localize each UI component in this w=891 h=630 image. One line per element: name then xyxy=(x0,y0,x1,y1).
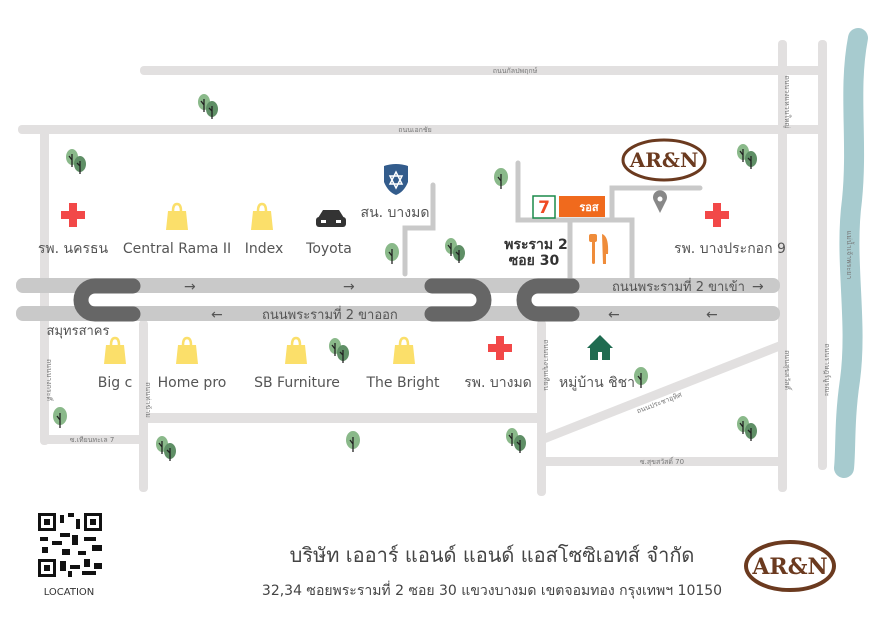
svg-text:AR&N: AR&N xyxy=(629,148,698,172)
minor-roads xyxy=(18,40,827,496)
svg-text:รอส: รอส xyxy=(579,201,599,214)
shopping-bag-icon xyxy=(391,336,417,366)
label-nakornthon: รพ. นครธน xyxy=(38,241,109,257)
label-homepro: Home pro xyxy=(158,375,227,391)
label-central: Central Rama II xyxy=(123,241,231,257)
label-bigc: Big c xyxy=(98,375,133,391)
svg-text:→: → xyxy=(184,279,196,295)
hospital-icon xyxy=(488,336,512,360)
company-address: 32,34 ซอยพระรามที่ 2 ซอย 30 แขวงบางมด เข… xyxy=(262,581,722,599)
arn-footer-logo: AR&N xyxy=(744,540,836,592)
svg-text:→: → xyxy=(752,279,764,295)
svg-text:←: ← xyxy=(608,307,620,323)
road-label-wongwaen: ถนนวงแหวนใหญ่ xyxy=(783,76,792,129)
rama2-outbound xyxy=(16,306,780,321)
ros-logo-icon: รอส xyxy=(559,196,605,217)
label-village: หมู่บ้าน ชิชา xyxy=(559,375,635,391)
label-soi-line2: ซอย 30 xyxy=(509,253,560,269)
side-roads xyxy=(402,160,703,281)
car-icon xyxy=(316,210,346,227)
u-turn-2 xyxy=(424,278,492,322)
qr-label: LOCATION xyxy=(44,587,95,598)
location-pin-icon xyxy=(653,190,667,213)
arn-map-logo: AR&N xyxy=(621,138,707,182)
road-label-bang-khun-thian: ถนนบางขุนเทียน xyxy=(542,339,550,390)
road-label-kalapaphruek: ถนนกัลปพฤกษ์ xyxy=(493,67,538,75)
label-sb: SB Furniture xyxy=(254,375,340,391)
rama2-inbound xyxy=(16,278,780,293)
svg-text:→: → xyxy=(343,279,355,295)
rama2-in-label: ถนนพระรามที่ 2 ขาเข้า xyxy=(612,278,745,295)
company-name: บริษัท เออาร์ แอนด์ แอนด์ แอสโซซิเอทส์ จ… xyxy=(290,543,695,567)
house-icon xyxy=(587,335,613,360)
label-toyota: Toyota xyxy=(305,241,352,257)
svg-text:←: ← xyxy=(706,307,718,323)
police-badge-icon xyxy=(384,164,408,195)
rama2-out-label: ถนนพระรามที่ 2 ขาออก xyxy=(262,306,398,323)
hospital-icon xyxy=(705,203,729,227)
road-label-suksawat: ถนนสุขสวัสดิ์ xyxy=(783,350,793,391)
label-bright: The Bright xyxy=(366,375,440,391)
road-label-ekkachai: ถนนเอกชัย xyxy=(398,126,432,134)
shopping-bag-icon xyxy=(174,336,200,366)
road-label-soi-thian-thale: ซ.เทียนทะเล 7 xyxy=(70,436,115,444)
river xyxy=(834,28,868,478)
label-index: Index xyxy=(245,241,284,257)
shopping-bag-icon xyxy=(102,336,128,366)
label-bangmod-hosp: รพ. บางมด xyxy=(464,375,532,391)
svg-text:AR&N: AR&N xyxy=(751,554,827,580)
u-turn-3 xyxy=(516,278,580,322)
svg-text:7: 7 xyxy=(538,198,550,218)
svg-text:←: ← xyxy=(211,307,223,323)
shopping-bag-icon xyxy=(249,202,275,232)
qr-code[interactable] xyxy=(38,513,102,577)
label-police: สน. บางมด xyxy=(361,205,430,221)
label-soi-line1: พระราม 2 xyxy=(504,237,568,253)
road-label-soi-suksawat-70: ซ.สุขสวัสดิ์ 70 xyxy=(640,456,684,466)
road-label-tha-kham: ถนนท่าข้าม xyxy=(144,382,152,418)
direction-arrows: → → → ← ← ← xyxy=(184,279,764,323)
label-bangpakok: รพ. บางประกอก 9 xyxy=(674,241,786,257)
road-label-rat-burana: ถนนราษฎร์บูรณะ xyxy=(823,343,831,396)
restaurant-icon xyxy=(589,234,609,264)
shopping-bag-icon xyxy=(283,336,309,366)
road-label-left: ถนนบางกระดี่ xyxy=(45,359,54,401)
hospital-icon xyxy=(61,203,85,227)
shopping-bag-icon xyxy=(164,202,190,232)
label-samut-sakhon: สมุทรสาคร xyxy=(47,324,110,339)
river-label: แม่น้ำเจ้าพระยา xyxy=(845,231,856,280)
seven-eleven-icon: 7 xyxy=(532,195,556,219)
u-turn-1 xyxy=(73,278,141,322)
